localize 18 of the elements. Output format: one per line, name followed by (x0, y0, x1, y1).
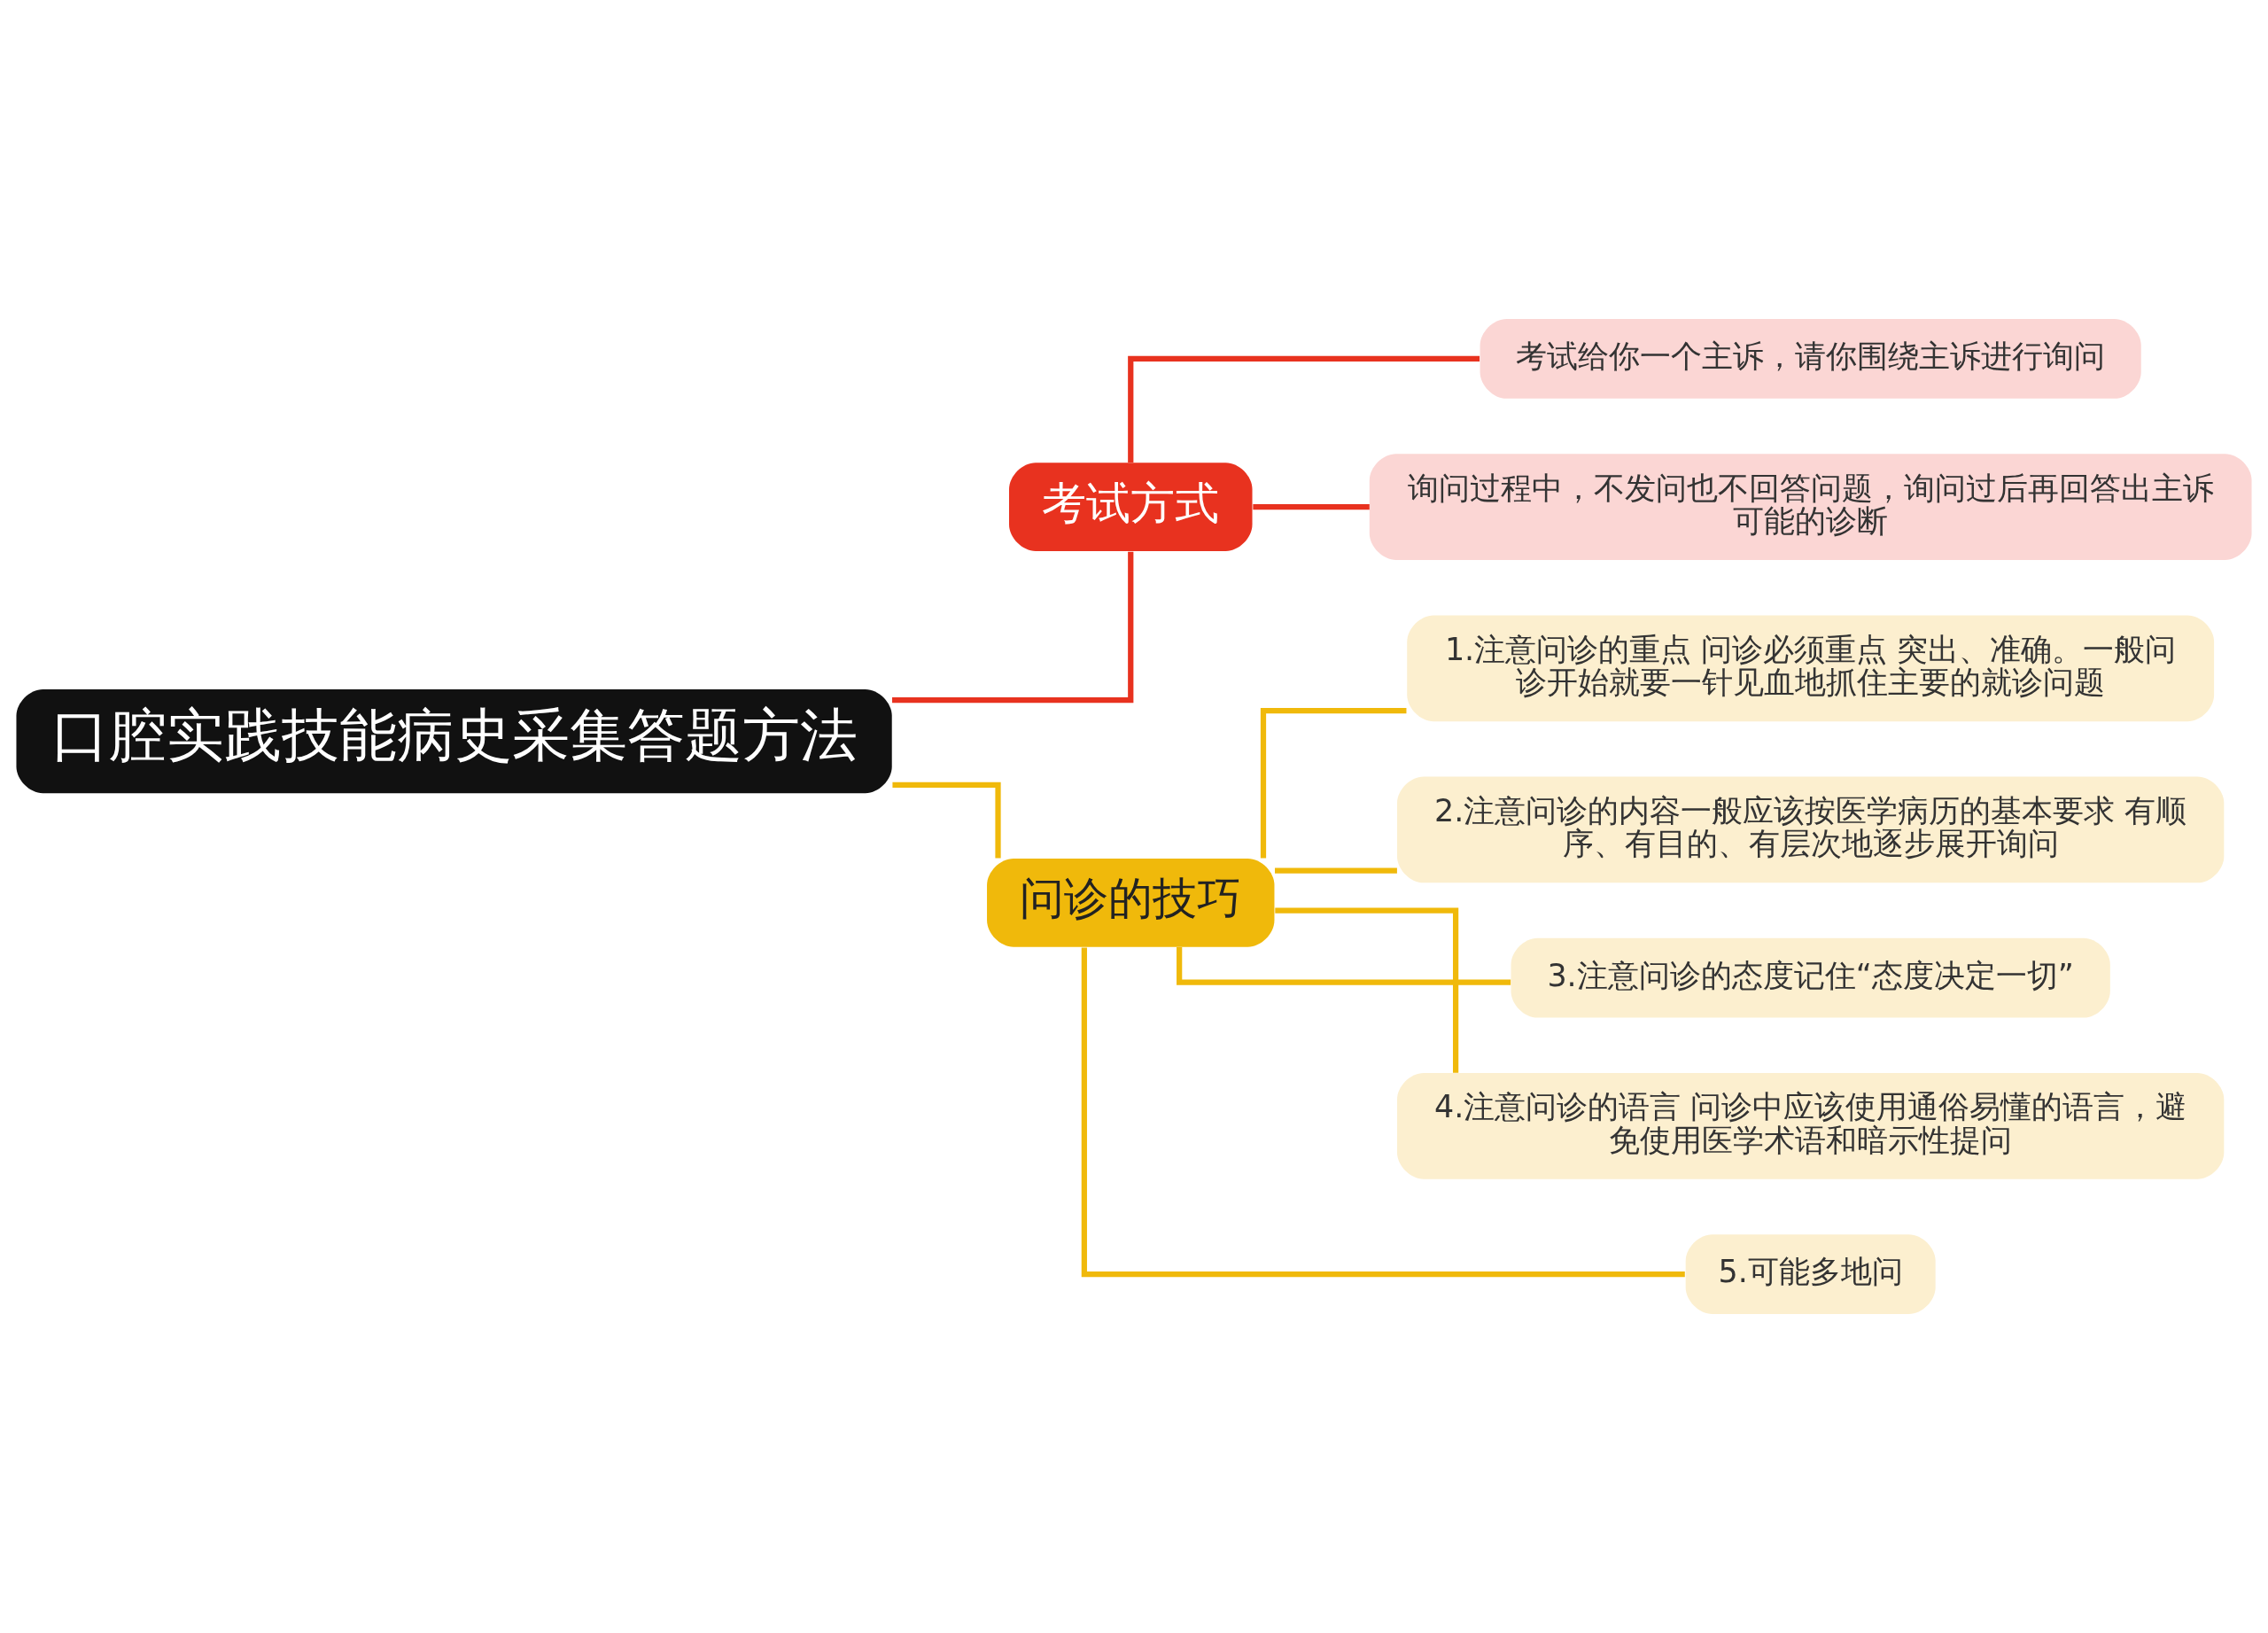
node-box: 询问过程中，不发问也不回答问题，询问过后再回答出主诉可能的诊断 (1369, 454, 2252, 560)
node-box: 口腔实践技能病史采集答题方法 (16, 689, 892, 794)
connector (892, 551, 1134, 704)
connector (1260, 708, 1407, 859)
node-box: 2.注意问诊的内容一般应该按医学病历的基本要求 有顺序、有目的、有层次地逐步展开询问 (1397, 776, 2225, 883)
connector (1275, 907, 1459, 1073)
node-box: 考试方式 (1009, 463, 1253, 551)
connector (1253, 504, 1370, 510)
node-box: 问诊的技巧 (987, 858, 1275, 947)
connector (1081, 947, 1685, 1278)
connector (1275, 867, 1397, 874)
node-box: 1.注意问诊的重点 问诊必须重点 突出、准确。一般问诊开始就要一针见血地抓住主要的就诊问题 (1407, 615, 2215, 722)
connector (1128, 355, 1480, 463)
connector (892, 782, 1001, 859)
node-box: 5.可能多地问 (1685, 1234, 1936, 1314)
node-box: 4.注意问诊的语言 问诊中应该使用通俗易懂的语言，避免使用医学术语和暗示性提问 (1397, 1073, 2225, 1179)
node-box: 考试给你一个主诉，请你围绕主诉进行询问 (1480, 319, 2141, 399)
node-box: 3.注意问诊的态度记住“态度决定一切” (1511, 937, 2110, 1018)
